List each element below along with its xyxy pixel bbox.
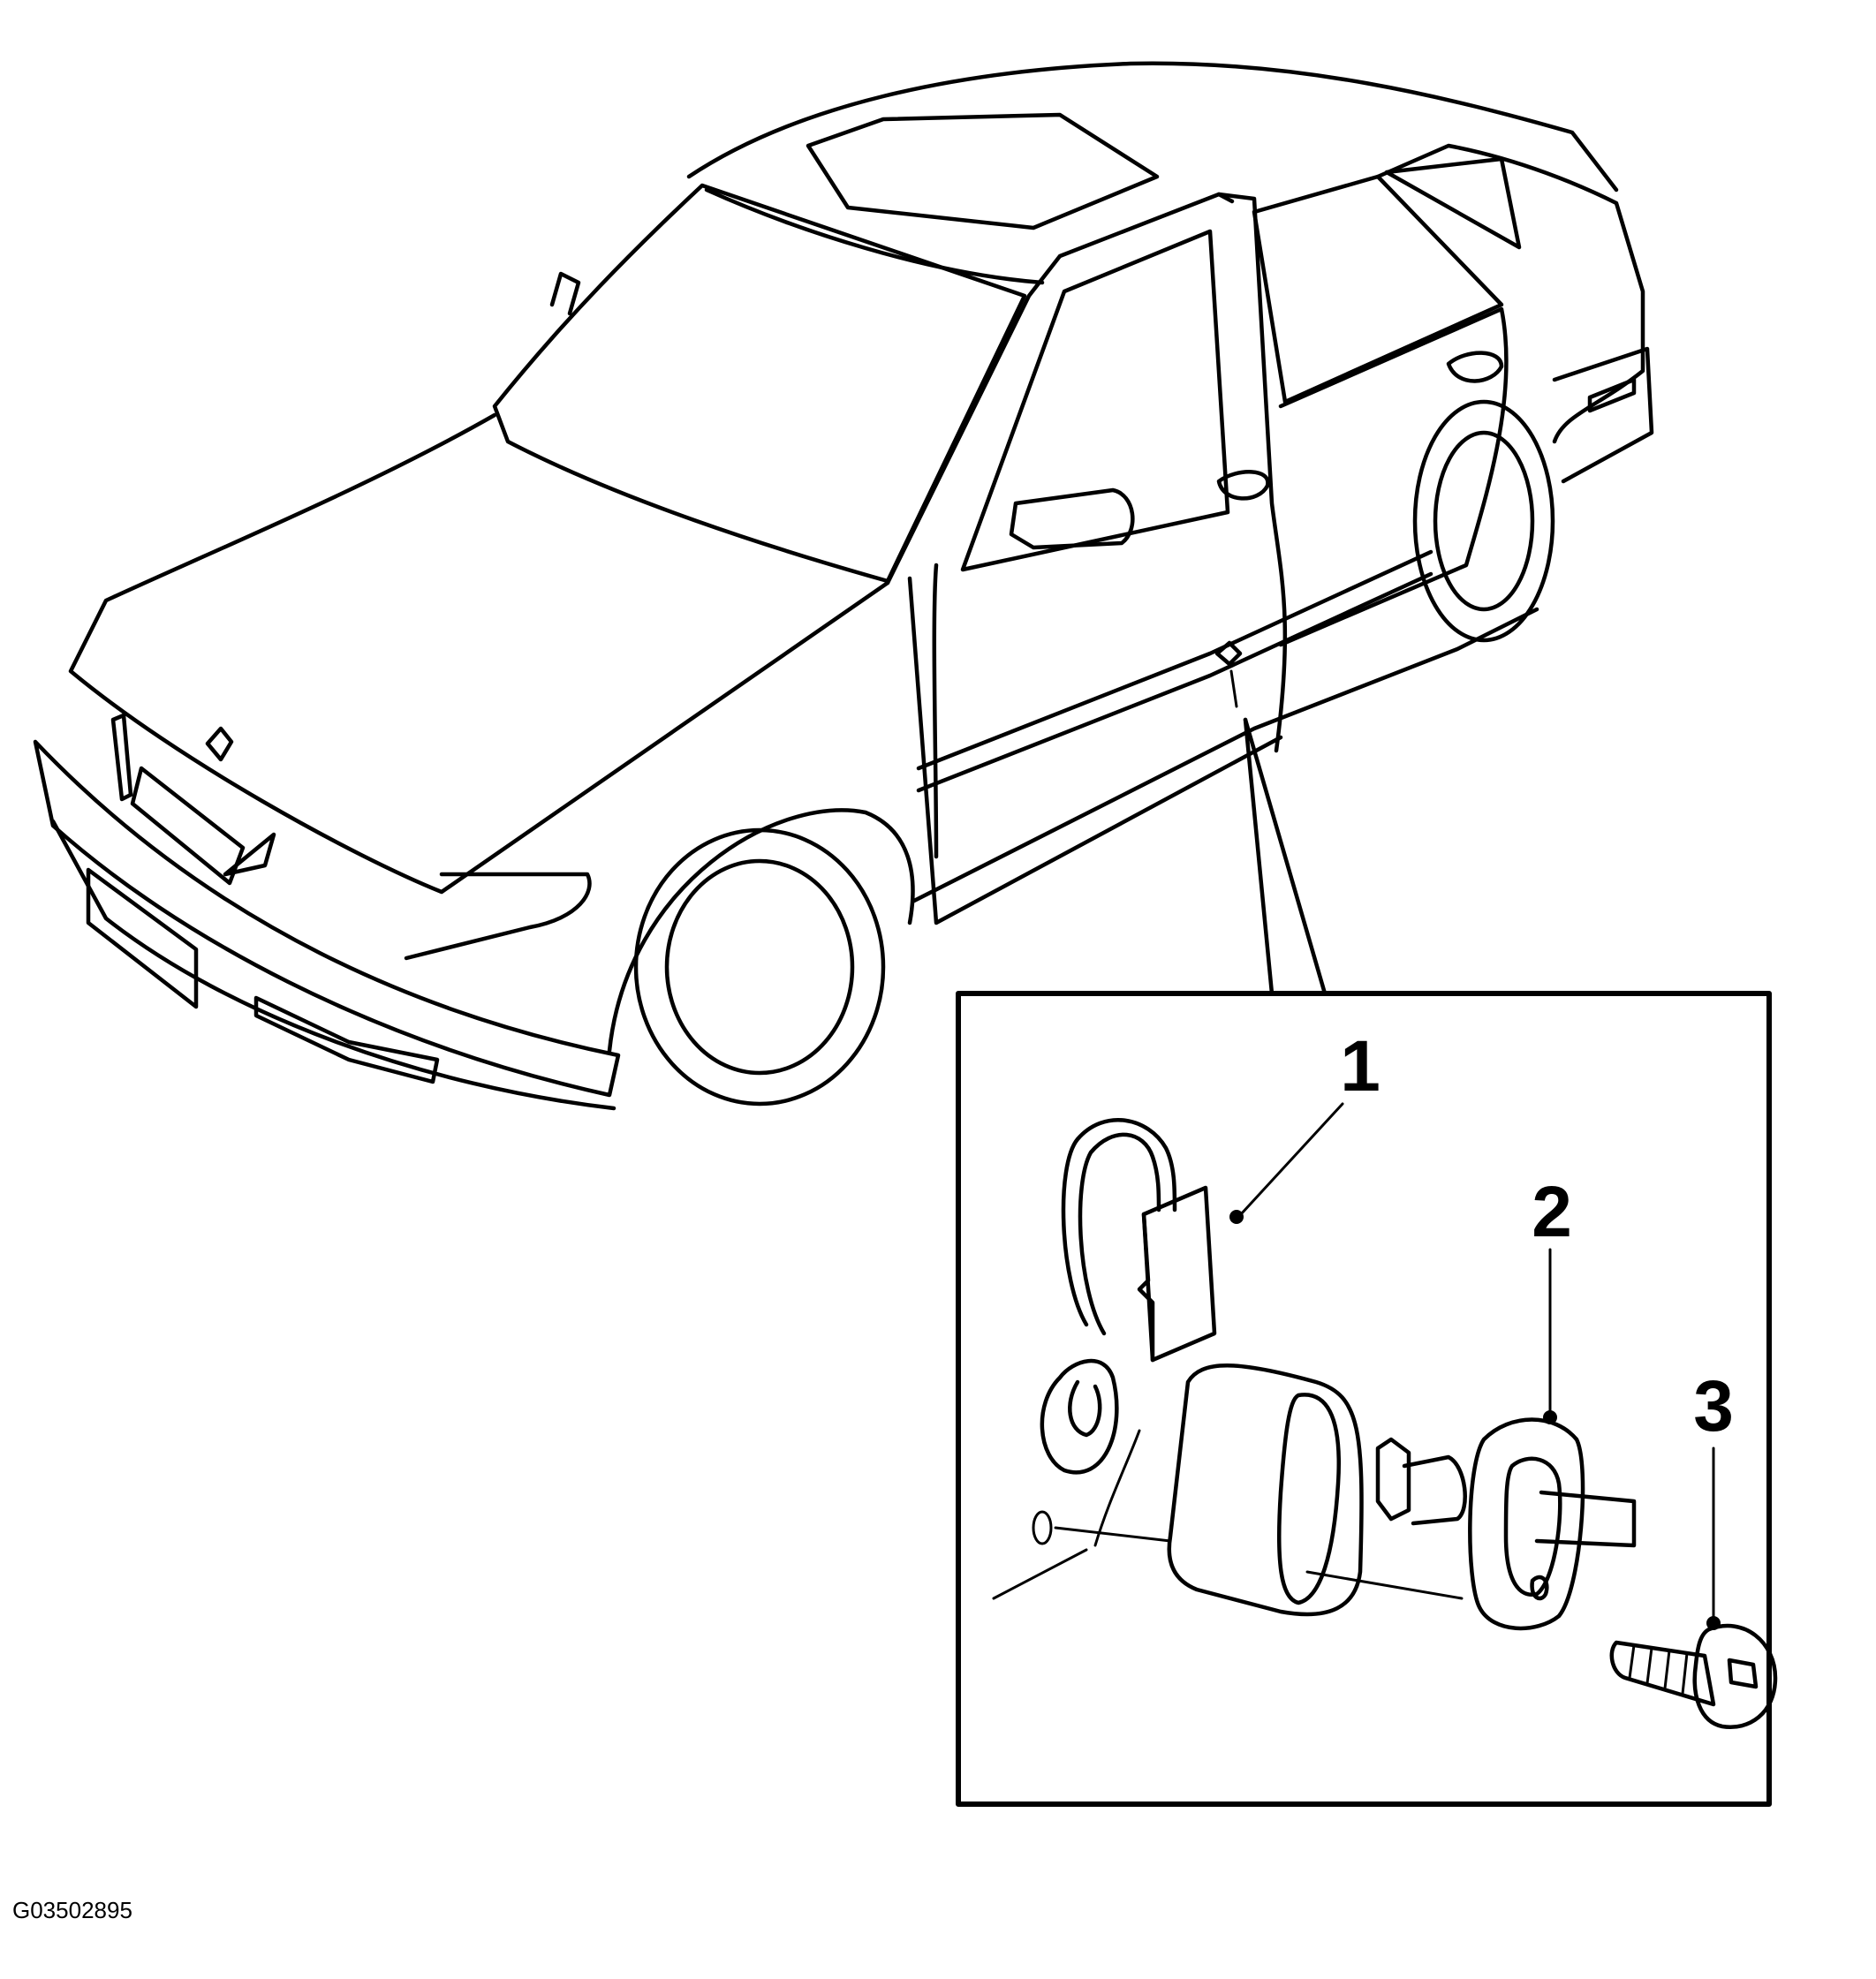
leader-lines <box>1229 1102 1721 1630</box>
leader-dot-1 <box>1229 1210 1244 1224</box>
car-side-mirror <box>1009 487 1135 550</box>
car-license-plate <box>86 867 199 1009</box>
zoom-callout-lines <box>1243 717 1328 996</box>
car-fog-light <box>253 995 440 1084</box>
car-rear-wheel <box>1412 399 1555 643</box>
connector-face <box>1137 1212 1155 1363</box>
car-a-pillar <box>885 192 1235 585</box>
car-windshield-top <box>704 187 1045 285</box>
switch-arm <box>1534 1490 1637 1548</box>
grommet-inner <box>1068 1379 1102 1438</box>
zoom-line-right <box>1243 717 1328 996</box>
car-rear-quarter-window <box>1384 156 1522 250</box>
car-front-wheel <box>633 827 886 1107</box>
mounting-hole <box>1032 1510 1053 1545</box>
car-sunroof <box>806 112 1160 230</box>
axis-line-1 <box>1054 1526 1172 1543</box>
switch-ring <box>1468 1417 1585 1631</box>
car-grille <box>130 766 246 886</box>
car-door-gap-front <box>932 563 939 859</box>
connector-body <box>1141 1185 1217 1363</box>
car-headlight-right <box>404 872 592 961</box>
switch-boot <box>1167 1363 1364 1617</box>
car-side-molding-lower <box>916 571 1433 793</box>
leader-dot-2 <box>1543 1410 1557 1424</box>
axis-line-2 <box>1305 1570 1464 1600</box>
door-edge-line <box>992 1548 1088 1600</box>
car-front-door <box>907 576 1283 925</box>
callout-3: 3 <box>1693 1366 1734 1446</box>
car-rear-light <box>1587 377 1637 413</box>
detail-inset: 1 2 3 <box>956 991 1778 1807</box>
car-rocker-panel <box>912 607 1539 903</box>
car-headlight-left <box>110 713 133 802</box>
part-1-wiring-connector <box>1040 1117 1217 1475</box>
car-grille-right <box>223 832 276 877</box>
switch-plunger <box>1402 1454 1467 1526</box>
leader-dot-3 <box>1706 1616 1721 1630</box>
harness-wire-inner <box>1078 1132 1161 1336</box>
car-mirror-left <box>549 271 581 316</box>
grommet <box>1040 1359 1119 1475</box>
car-front-handle <box>1216 470 1270 501</box>
car-front-wheel-rim <box>664 858 855 1076</box>
car-windshield <box>492 183 1027 584</box>
car-switch-leader <box>1229 669 1238 708</box>
door-edge-curve <box>1093 1429 1141 1547</box>
car-bumper-lower <box>50 819 617 1111</box>
zoom-line-left <box>1243 717 1275 996</box>
switch-hole <box>1530 1575 1549 1601</box>
switch-ring-inner <box>1503 1456 1562 1597</box>
part-3-screw <box>1609 1623 1778 1729</box>
car-b-pillar <box>1216 192 1288 753</box>
part-2-door-switch <box>1167 1363 1637 1631</box>
car-front-bumper <box>33 739 621 1098</box>
callout-1: 1 <box>1340 1026 1381 1107</box>
car-hood <box>68 412 890 895</box>
car-front-fender <box>607 808 915 1054</box>
assembly-lines <box>992 1429 1464 1600</box>
car-rear-bumper <box>1552 346 1654 484</box>
screw-drive <box>1727 1658 1759 1689</box>
car-front-window <box>960 229 1230 572</box>
car-illustration <box>33 61 1654 1111</box>
car-hood-emblem <box>205 726 234 762</box>
car-rear-wheel-rim <box>1433 430 1535 612</box>
car-side-molding <box>916 549 1433 771</box>
figure-id: G03502895 <box>12 1897 132 1923</box>
switch-tab <box>1375 1437 1411 1522</box>
switch-boot-rim <box>1276 1393 1341 1605</box>
callout-2: 2 <box>1532 1172 1572 1252</box>
harness-wire-outer <box>1061 1117 1177 1327</box>
detail-frame <box>956 991 1772 1807</box>
car-switch-location <box>1214 640 1243 667</box>
screw-threads <box>1628 1643 1689 1696</box>
car-rear-door <box>1278 306 1509 647</box>
car-roof <box>686 61 1619 193</box>
car-rear-window <box>1252 174 1504 404</box>
car-rear-handle <box>1446 351 1504 383</box>
leader-1 <box>1239 1102 1344 1216</box>
screw-head <box>1692 1623 1778 1729</box>
